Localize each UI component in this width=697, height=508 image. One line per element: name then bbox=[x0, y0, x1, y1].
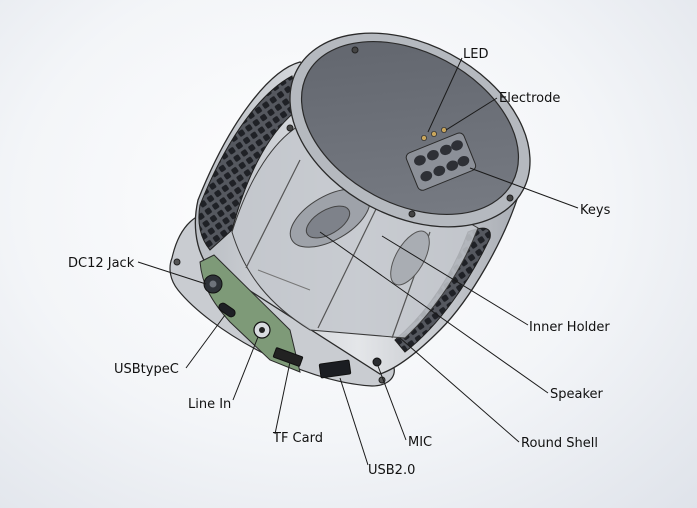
speaker-driver-side bbox=[390, 230, 430, 286]
label-line-in: Line In bbox=[188, 397, 231, 412]
leader-line-keys bbox=[469, 167, 579, 209]
callout-labels: LED Electrode Keys DC12 Jack Inner Holde… bbox=[68, 47, 611, 478]
leader-line-tf-card bbox=[274, 361, 291, 435]
label-round-shell: Round Shell bbox=[521, 436, 598, 451]
label-keys: Keys bbox=[580, 203, 611, 218]
inner-rib bbox=[317, 204, 379, 329]
leader-line-mic bbox=[377, 365, 407, 441]
key-button bbox=[451, 140, 463, 151]
leader-line-led bbox=[427, 57, 463, 133]
label-inner-holder: Inner Holder bbox=[529, 320, 610, 335]
lid-screw bbox=[351, 46, 359, 54]
lid-screw bbox=[286, 124, 294, 132]
key-button bbox=[440, 144, 452, 156]
left-grill bbox=[198, 75, 301, 251]
usb2-port bbox=[318, 359, 352, 379]
leader-line-usb-typec bbox=[185, 314, 226, 369]
key-button bbox=[420, 171, 433, 182]
led-dot bbox=[420, 134, 427, 141]
electrode-dot bbox=[430, 130, 437, 137]
leader-line-line-in bbox=[232, 336, 259, 401]
label-mic: MIC bbox=[408, 435, 432, 450]
key-button bbox=[427, 150, 439, 161]
speaker-driver-cone bbox=[305, 205, 351, 239]
leader-line-usb2 bbox=[339, 377, 369, 466]
label-speaker: Speaker bbox=[550, 387, 604, 402]
speaker-device bbox=[169, 32, 531, 387]
inner-rib bbox=[245, 159, 301, 269]
keys-panel bbox=[405, 132, 477, 191]
key-button bbox=[414, 155, 426, 166]
line-in-hole bbox=[259, 327, 265, 333]
leader-line-electrode bbox=[445, 97, 498, 131]
tf-card-slot bbox=[272, 347, 304, 367]
label-tf-card: TF Card bbox=[272, 431, 323, 446]
key-button bbox=[446, 160, 459, 171]
electrode-dot bbox=[440, 127, 447, 134]
leader-line-dc12-jack bbox=[137, 261, 207, 285]
label-usb-typec: USBtypeC bbox=[114, 362, 179, 377]
lid-screw bbox=[408, 210, 416, 218]
leader-line-inner-holder bbox=[381, 235, 529, 326]
key-button bbox=[433, 165, 446, 177]
dc12-jack-pin bbox=[209, 280, 217, 288]
inner-holder-window bbox=[231, 124, 479, 339]
inner-rib bbox=[257, 269, 311, 291]
mic-hole bbox=[372, 357, 382, 367]
key-button bbox=[457, 156, 470, 167]
label-dc12-jack: DC12 Jack bbox=[68, 256, 135, 271]
label-electrode: Electrode bbox=[499, 91, 560, 106]
base-screw bbox=[173, 258, 181, 266]
leader-line-speaker bbox=[319, 231, 549, 394]
usb-typec-port bbox=[218, 302, 236, 318]
label-led: LED bbox=[463, 47, 488, 62]
leader-line-round-shell bbox=[399, 337, 520, 443]
lid-screw bbox=[506, 194, 514, 202]
leader-lines bbox=[137, 57, 579, 466]
label-usb2: USB2.0 bbox=[368, 463, 415, 478]
